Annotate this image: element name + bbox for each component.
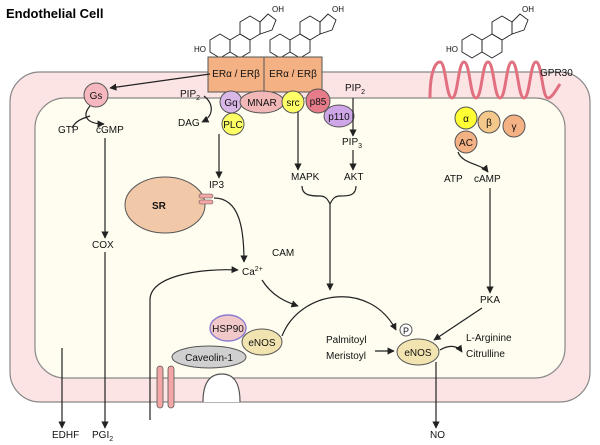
l-arginine-label: L-Arginine xyxy=(466,333,512,344)
svg-text:GPR30: GPR30 xyxy=(540,68,573,79)
pip2-right-label: PIP2 xyxy=(345,83,365,96)
g-alpha-subunit: α xyxy=(454,106,478,130)
citrulline-label: Citrulline xyxy=(466,349,505,360)
cgmp-label: cGMP xyxy=(96,125,124,136)
gtp-label: GTP xyxy=(58,125,79,136)
caveola xyxy=(202,373,241,403)
dag-label: DAG xyxy=(178,118,200,129)
estrogen-molecule-right: HO OH xyxy=(446,5,534,59)
svg-text:P: P xyxy=(403,326,409,336)
adenylyl-cyclase: AC xyxy=(454,130,478,154)
svg-text:Caveolin-1: Caveolin-1 xyxy=(185,353,233,364)
svg-text:ERα / ERβ: ERα / ERβ xyxy=(212,69,260,80)
svg-text:OH: OH xyxy=(272,5,284,14)
gq-protein: Gq xyxy=(219,90,243,114)
svg-text:Gs: Gs xyxy=(90,91,103,102)
svg-text:eNOS: eNOS xyxy=(404,348,432,359)
estrogen-molecule-middle: OH xyxy=(269,5,344,59)
svg-text:MNAR: MNAR xyxy=(247,98,276,109)
pathway-arrows xyxy=(58,73,494,429)
mnar-protein: MNAR xyxy=(239,90,285,114)
g-gamma-subunit: γ xyxy=(502,114,526,138)
pip2-left-label: PIP2 xyxy=(180,89,200,102)
svg-text:AC: AC xyxy=(459,138,473,149)
estrogen-molecule-left: HO OH xyxy=(194,5,284,59)
svg-text:OH: OH xyxy=(522,5,534,14)
enos-membrane: eNOS xyxy=(241,328,283,356)
svg-text:HSP90: HSP90 xyxy=(212,324,244,335)
er-receptor-right: ERα / ERβ xyxy=(263,56,323,93)
svg-text:p85: p85 xyxy=(310,97,327,108)
cox-label: COX xyxy=(92,240,114,251)
atp-label: ATP xyxy=(444,174,463,185)
svg-text:ERα / ERβ: ERα / ERβ xyxy=(269,69,317,80)
pgi2-label: PGI2 xyxy=(92,430,113,443)
svg-text:β: β xyxy=(486,118,492,129)
hsp90-protein: HSP90 xyxy=(209,314,247,342)
caveolin-1: Caveolin-1 xyxy=(171,345,247,369)
g-beta-subunit: β xyxy=(477,110,501,134)
svg-text:src: src xyxy=(286,98,299,109)
ip3-label: IP3 xyxy=(209,180,224,191)
svg-text:HO: HO xyxy=(194,45,206,54)
svg-text:Gq: Gq xyxy=(224,98,237,109)
pip3-label: PIP3 xyxy=(342,137,362,150)
src-protein: src xyxy=(281,90,305,114)
p85-protein: p85 xyxy=(305,88,331,114)
pka-label: PKA xyxy=(480,295,500,306)
er-receptor-left: ERα / ERβ xyxy=(207,56,265,93)
p110-protein: p110 xyxy=(323,104,355,128)
ca-label: Ca2+ xyxy=(242,266,263,278)
enos-cytosolic: eNOS xyxy=(396,338,440,366)
palmitoyl-label: Palmitoyl xyxy=(326,335,367,346)
akt-label: AKT xyxy=(344,172,363,183)
svg-text:OH: OH xyxy=(332,5,344,14)
svg-text:p110: p110 xyxy=(328,112,350,123)
no-label: NO xyxy=(430,430,445,441)
plc-protein: PLC xyxy=(221,112,245,136)
svg-text:PLC: PLC xyxy=(223,120,242,131)
gs-protein: Gs xyxy=(83,82,109,108)
cam-label: CAM xyxy=(272,248,294,259)
gpr30-receptor: GPR30 xyxy=(428,60,573,100)
mapk-label: MAPK xyxy=(291,172,320,183)
svg-text:SR: SR xyxy=(152,201,167,212)
camp-label: cAMP xyxy=(474,174,501,185)
membrane-channel xyxy=(156,365,175,409)
diagram-title: Endothelial Cell xyxy=(6,6,104,21)
sarcoplasmic-reticulum: SR xyxy=(124,176,214,234)
svg-text:α: α xyxy=(463,114,469,125)
svg-text:HO: HO xyxy=(446,45,458,54)
svg-text:eNOS: eNOS xyxy=(248,338,276,349)
phosphate-marker: P xyxy=(399,323,413,337)
edhf-label: EDHF xyxy=(52,430,79,441)
meristoyl-label: Meristoyl xyxy=(326,351,366,362)
svg-text:γ: γ xyxy=(512,122,517,133)
